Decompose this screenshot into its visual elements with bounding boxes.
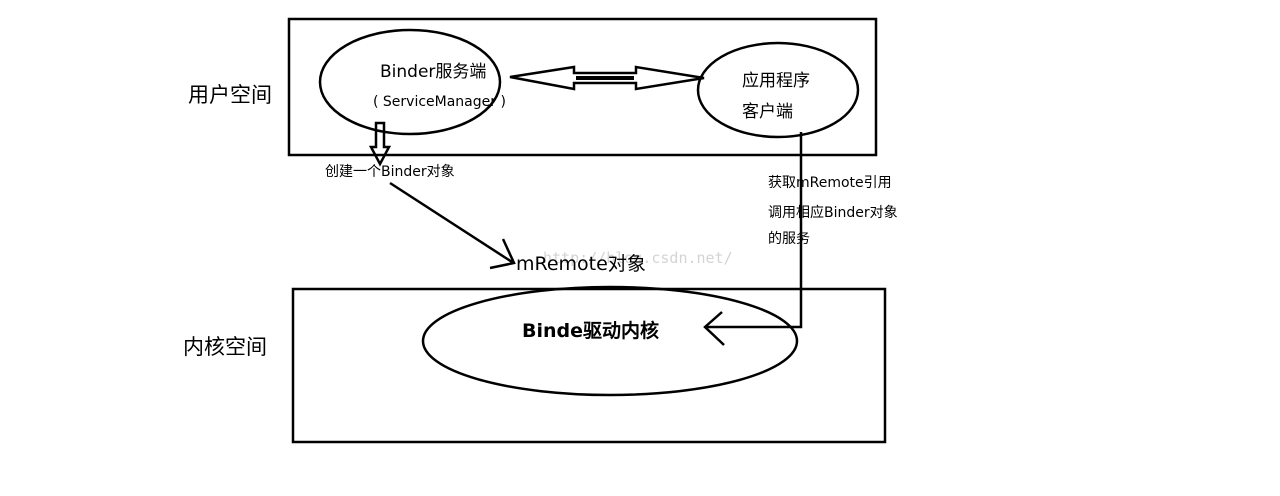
kernel-ellipse	[421, 285, 799, 397]
client-note-line3: 的服务	[768, 231, 810, 247]
create-to-remote-line	[389, 181, 513, 264]
user-space-box	[287, 17, 878, 157]
server-title: Binder服务端	[380, 62, 487, 82]
watermark-text: http://blog.csdn.net/	[543, 249, 733, 267]
kernel-arrowhead	[703, 311, 725, 346]
client-note-line2: 调用相应Binder对象	[768, 205, 898, 221]
kernel-driver-label: Binde驱动内核	[522, 320, 660, 342]
create-down-arrow	[368, 121, 392, 167]
create-binder-label: 创建一个Binder对象	[325, 164, 455, 180]
server-subtitle: ( ServiceManager )	[373, 94, 506, 110]
server-ellipse	[318, 28, 502, 136]
user-space-label: 用户空间	[188, 83, 272, 107]
client-title-line2: 客户端	[742, 102, 793, 122]
bidirectional-arrow	[509, 65, 705, 91]
client-to-kernel-line	[707, 132, 803, 329]
client-ellipse	[696, 41, 860, 139]
client-title-line1: 应用程序	[742, 71, 810, 91]
kernel-space-label: 内核空间	[183, 335, 267, 359]
create-arrowhead	[489, 238, 516, 270]
kernel-space-box	[291, 287, 887, 444]
client-note-line1: 获取mRemote引用	[768, 175, 892, 191]
remote-object-label: mRemote对象	[516, 253, 646, 275]
